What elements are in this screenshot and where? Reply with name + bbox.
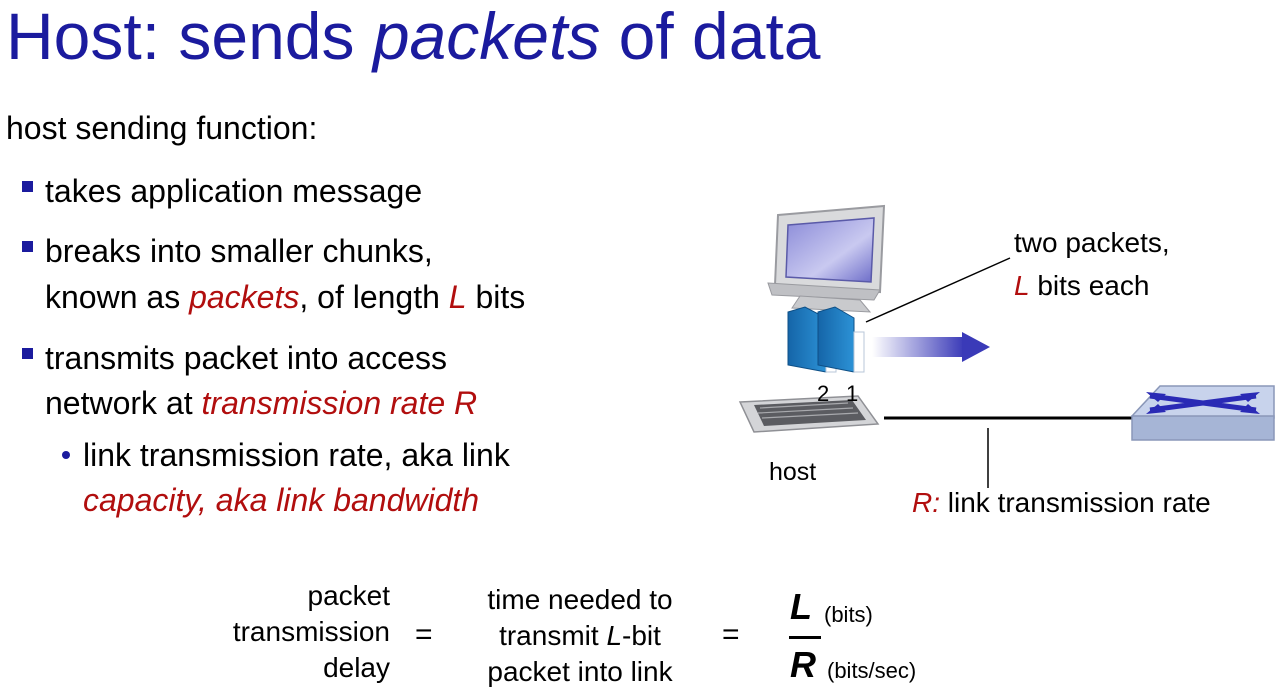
title-emph: packets (372, 0, 601, 73)
lead-text: host sending function: (6, 110, 318, 146)
sub-bullet-dot (62, 451, 70, 459)
packets-label-text: bits each (1029, 270, 1150, 301)
bullet-2-packets: packets (189, 279, 300, 315)
switch-icon (1130, 385, 1275, 441)
bullet-3-text-a: network at (45, 385, 202, 421)
formula-lhs-line1: packet (307, 580, 391, 611)
formula-lhs-line3: delay (323, 652, 390, 683)
formula-middle: time needed to transmit L-bit packet int… (455, 582, 705, 690)
denominator-unit: (bits/sec) (827, 658, 917, 683)
bullet-2-line1: breaks into smaller chunks, (45, 233, 433, 269)
formula-lhs: packet transmission delay (0, 578, 390, 686)
formula-mid-line1: time needed to (487, 584, 673, 615)
monitor-icon (767, 204, 886, 313)
formula-mid-text-c: -bit (622, 620, 661, 651)
numerator-unit: (bits) (824, 602, 873, 627)
formula-mid-text-a: transmit (499, 620, 607, 651)
bullet-3-rate: transmission rate R (201, 385, 478, 421)
bullet-2-text-e: bits (466, 279, 526, 315)
fraction-numerator: L (790, 586, 812, 627)
formula-lhs-line2: transmission (232, 616, 390, 647)
bullet-2-line2: known as packets, of length L bits (45, 274, 525, 320)
formula-equals-2: = (722, 618, 740, 651)
bullet-3-line1: transmits packet into access (45, 340, 447, 376)
bullet-3-line2: network at transmission rate R (45, 380, 477, 426)
bullet-square (22, 181, 33, 192)
bullet-2-text-c: , of length (299, 279, 449, 315)
packets-label-line2: L bits each (1014, 270, 1149, 302)
packet-1-icon (817, 306, 865, 373)
slide-title: Host: sends packets of data (6, 0, 820, 74)
rate-label-R: R: (912, 487, 940, 518)
bullet-2-L: L (448, 279, 467, 315)
packets-callout-line (865, 257, 1011, 323)
bullet-square (22, 348, 33, 359)
packets-label-line1: two packets, (1014, 227, 1170, 258)
sub-bullet-line2: capacity, aka link bandwidth (83, 482, 480, 518)
packet-number-2: 2 (817, 381, 830, 406)
transmission-arrow (872, 332, 990, 362)
fraction-denominator: R (790, 644, 816, 685)
sub-bullet-line1: link transmission rate, aka link (83, 437, 510, 473)
formula-mid-L: L (606, 620, 623, 651)
formula-mid-line2: transmit L-bit (455, 618, 705, 654)
packet-number-1: 1 (846, 381, 859, 406)
bullet-2-text-a: known as (45, 279, 190, 315)
title-suffix: of data (600, 0, 821, 73)
formula-mid-line3: packet into link (487, 656, 673, 687)
rate-label-text: link transmission rate (940, 487, 1211, 518)
keyboard-icon (738, 395, 880, 433)
formula-equals-1: = (415, 618, 433, 651)
rate-label: R: link transmission rate (912, 487, 1211, 519)
packets-label-L: L (1014, 270, 1030, 301)
title-prefix: Host: sends (6, 0, 373, 73)
fraction-bar (789, 636, 821, 639)
bullet-square (22, 241, 33, 252)
bullet-1-text: takes application message (45, 173, 423, 209)
host-label: host (769, 458, 817, 486)
